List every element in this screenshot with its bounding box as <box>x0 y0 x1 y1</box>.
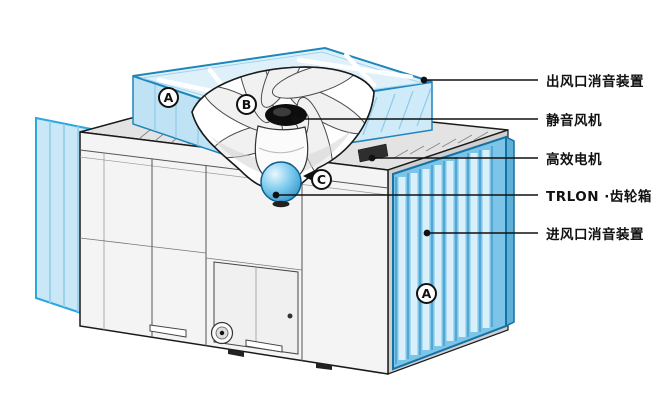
vent-slot-left <box>149 324 187 338</box>
top-grille-hatching-right <box>393 131 489 159</box>
label-silent-fan: 静音风机 <box>546 113 602 129</box>
callout-dots <box>272 76 431 237</box>
gearbox-sphere <box>260 161 302 203</box>
marker-a-outlet-silencer: A <box>158 87 179 108</box>
door-handle <box>287 313 293 319</box>
marker-c-motor: C <box>311 169 332 190</box>
gearbox-base <box>272 200 290 208</box>
fan-hub <box>265 104 307 126</box>
foot-right <box>316 363 332 370</box>
foot-left <box>228 349 244 357</box>
label-gearbox: TRLON ·齿轮箱 <box>546 189 652 205</box>
access-door <box>213 261 299 355</box>
callout-lines <box>276 79 538 234</box>
label-inlet-silencer: 进风口消音装置 <box>546 227 644 243</box>
marker-a-inlet-silencer: A <box>416 283 437 304</box>
vent-slot-right <box>245 339 283 353</box>
label-outlet-silencer: 出风口消音装置 <box>546 74 644 90</box>
fan-guard <box>210 321 234 345</box>
front-panel-seams <box>79 149 389 361</box>
label-motor: 高效电机 <box>546 152 602 168</box>
marker-b-fan: B <box>236 94 257 115</box>
